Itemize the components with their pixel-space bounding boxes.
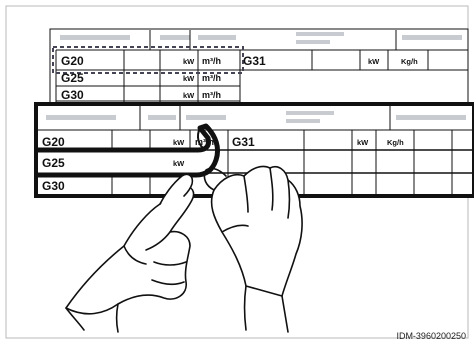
back-row3-kw: kW bbox=[183, 91, 195, 100]
back-row1-kw: kW bbox=[183, 57, 195, 66]
right-index-finger bbox=[203, 167, 227, 191]
front-header-bar bbox=[46, 115, 116, 120]
left-knuckle-line bbox=[123, 245, 147, 265]
g20-dashed-highlight bbox=[52, 46, 244, 74]
back-header-bar bbox=[296, 40, 330, 44]
back-plate: G20 kW m³/h G25 kW m³/h G30 kW m³/h G31 … bbox=[49, 28, 469, 115]
left-finger-crease bbox=[145, 231, 171, 251]
back-right-flow: Kg/h bbox=[401, 57, 418, 66]
right-wrist bbox=[281, 295, 289, 333]
right-knuckle-line bbox=[221, 224, 249, 233]
right-hand-outline bbox=[210, 165, 303, 297]
left-wrist bbox=[115, 303, 119, 333]
back-header-bar bbox=[160, 35, 190, 40]
back-row2-gas: G25 bbox=[61, 71, 84, 85]
right-finger-crease bbox=[243, 175, 249, 213]
back-plate-border bbox=[49, 28, 469, 115]
right-finger-crease bbox=[269, 167, 274, 211]
back-row3-gas: G30 bbox=[61, 88, 84, 102]
front-header-bar bbox=[186, 115, 226, 120]
strip-outline bbox=[38, 123, 221, 178]
left-thumb bbox=[159, 173, 194, 205]
left-finger-crease bbox=[153, 261, 187, 266]
front-row3-gas: G30 bbox=[42, 179, 65, 193]
front-row1-gas: G20 bbox=[42, 135, 65, 149]
front-row2-gas: G25 bbox=[42, 156, 65, 170]
back-row1-flow: m³/h bbox=[202, 56, 221, 66]
front-header-bar bbox=[286, 111, 334, 115]
back-header-bar bbox=[198, 35, 236, 40]
image-code: IDM-3960200250 bbox=[396, 331, 466, 341]
back-row2-kw: kW bbox=[183, 74, 195, 83]
front-header-bar bbox=[396, 115, 466, 120]
back-header-bar bbox=[296, 32, 344, 36]
front-right-kw: kW bbox=[357, 138, 369, 147]
back-row1-gas: G20 bbox=[61, 54, 84, 68]
front-row2-kw: kW bbox=[173, 159, 185, 168]
right-hand bbox=[203, 165, 303, 333]
front-right-flow: Kg/h bbox=[387, 138, 404, 147]
back-row2-flow: m³/h bbox=[202, 73, 221, 83]
back-header-bar bbox=[60, 35, 130, 40]
front-header-bar bbox=[148, 115, 176, 120]
right-wrist bbox=[243, 285, 247, 331]
front-row1-kw: kW bbox=[173, 138, 185, 147]
front-row1-flow: m³/h bbox=[195, 137, 214, 147]
strip-fill bbox=[38, 150, 214, 174]
back-header-bar bbox=[402, 35, 462, 40]
left-hand bbox=[65, 173, 195, 333]
back-row3-flow: m³/h bbox=[202, 90, 221, 100]
front-right-gas: G31 bbox=[232, 135, 255, 149]
peeled-g25-strip: G25 kW G30 bbox=[38, 123, 221, 193]
strip-curl bbox=[197, 127, 207, 151]
left-wrist bbox=[65, 307, 85, 331]
left-finger-crease bbox=[151, 279, 185, 285]
back-right-kw: kW bbox=[368, 57, 380, 66]
back-right-gas: G31 bbox=[243, 54, 266, 68]
front-header-bar bbox=[286, 119, 320, 123]
right-finger-crease bbox=[287, 179, 291, 219]
